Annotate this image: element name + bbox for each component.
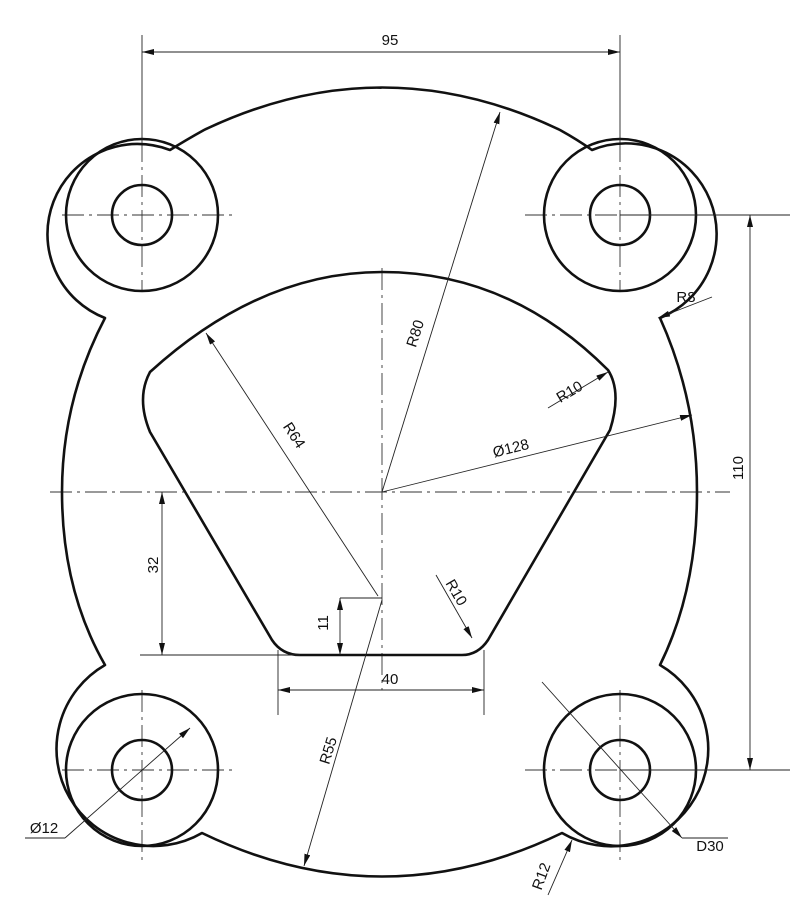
dim-40-label: 40 (382, 671, 399, 688)
part-geometry (46, 86, 718, 878)
dia128-label: Ø128 (491, 436, 531, 461)
d30-label: D30 (696, 838, 724, 855)
leader-lines (25, 111, 728, 896)
hole-top-left (110, 183, 174, 247)
r80-label: R80 (403, 318, 428, 349)
boss-bottom-left (64, 692, 220, 848)
r12-label: R12 (529, 861, 554, 893)
dim-95-label: 95 (382, 32, 399, 49)
dimension-lines (142, 49, 753, 770)
dim-110-label: 110 (730, 456, 747, 480)
dia12-label: Ø12 (30, 820, 58, 837)
dimension-labels: 95 110 32 11 40 R80 R64 Ø128 R10 R10 R8 … (30, 32, 747, 892)
r8-label: R8 (676, 289, 695, 306)
dim-11-label: 11 (315, 615, 332, 631)
hole-bottom-left (110, 738, 174, 802)
inner-cutout (141, 270, 617, 657)
extension-lines (140, 35, 790, 771)
r55-label: R55 (317, 735, 341, 766)
dim-32-label: 32 (145, 557, 162, 574)
centerlines (50, 140, 730, 862)
r64-label: R64 (279, 419, 308, 451)
